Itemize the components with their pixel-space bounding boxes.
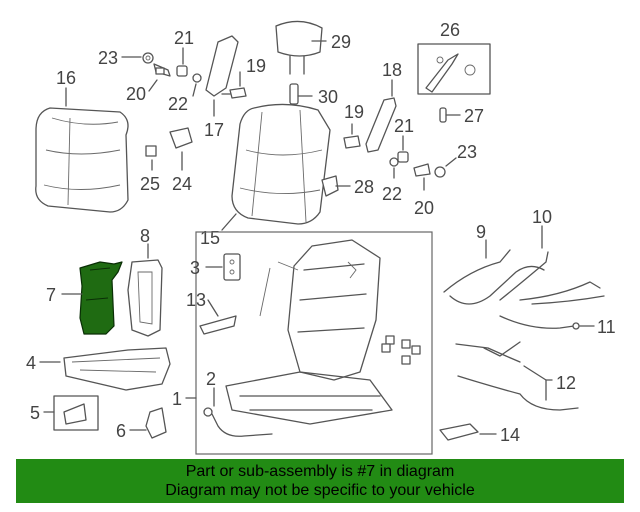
callout-26: 26: [440, 20, 460, 40]
part-27-pin[interactable]: [439, 107, 447, 123]
callout-13: 13: [186, 290, 206, 310]
part-24-knob[interactable]: [169, 127, 193, 149]
callout-28: 28: [354, 177, 374, 197]
part-4-lower-cover[interactable]: [63, 347, 171, 391]
callout-8: 8: [140, 226, 150, 246]
callout-20-left: 20: [126, 84, 146, 104]
callout-10: 10: [532, 207, 552, 227]
part-8-side-cover[interactable]: [127, 259, 163, 337]
callout-19-left: 19: [246, 56, 266, 76]
callout-11: 11: [597, 317, 616, 337]
callout-7: 7: [46, 285, 56, 305]
part-15-seat-back-trim[interactable]: [231, 103, 331, 225]
part-1-seat-frame[interactable]: [195, 231, 433, 455]
part-21-collar-right[interactable]: [397, 151, 409, 163]
part-5-trim-kit[interactable]: [53, 395, 99, 431]
callout-25: 25: [140, 174, 160, 194]
callout-5: 5: [30, 403, 40, 423]
part-19-screw-left[interactable]: [221, 87, 247, 99]
callout-20-right: 20: [414, 198, 434, 218]
callout-30: 30: [318, 87, 338, 107]
callout-21-left: 21: [174, 28, 194, 48]
part-3-bracket[interactable]: [223, 253, 241, 281]
callout-3: 3: [190, 258, 200, 278]
part-20-bolt-right[interactable]: [413, 163, 431, 177]
part-23-cap-left[interactable]: [142, 52, 154, 64]
part-11-cable[interactable]: [499, 315, 580, 330]
part-30-headrest-guide[interactable]: [289, 83, 299, 105]
callout-29: 29: [331, 32, 351, 52]
part-23-cap-right[interactable]: [434, 166, 446, 178]
notice-banner: Part or sub-assembly is #7 in diagram Di…: [16, 459, 624, 503]
callout-6: 6: [116, 421, 126, 441]
banner-line-disclaimer: Diagram may not be specific to your vehi…: [165, 482, 475, 499]
part-14-handle[interactable]: [439, 423, 479, 441]
callout-12: 12: [556, 373, 576, 393]
part-25-clip[interactable]: [145, 145, 157, 157]
callout-19-right: 19: [344, 102, 364, 122]
part-19-screw-right[interactable]: [343, 135, 361, 149]
callout-23-left: 23: [98, 48, 118, 68]
part-2-cable[interactable]: [203, 407, 273, 437]
callout-16: 16: [56, 68, 76, 88]
callout-22-left: 22: [168, 94, 188, 114]
callout-1: 1: [172, 389, 182, 409]
callout-18: 18: [382, 60, 402, 80]
callout-14: 14: [500, 425, 520, 445]
part-18-guide-right[interactable]: [365, 97, 397, 153]
part-9-cable[interactable]: [443, 249, 545, 305]
part-7-highlighted-cover[interactable]: [79, 261, 123, 335]
part-20-bolt-left[interactable]: [153, 63, 171, 77]
part-26-trim-kit[interactable]: [417, 43, 491, 95]
part-17-guide-left[interactable]: [205, 35, 239, 97]
callout-24: 24: [172, 174, 192, 194]
part-10-cable[interactable]: [499, 251, 605, 305]
part-28-cover[interactable]: [321, 175, 339, 197]
part-22-washer-left[interactable]: [192, 73, 202, 83]
part-29-headrest[interactable]: [275, 20, 323, 75]
callout-4: 4: [26, 353, 36, 373]
part-16-seat-back-cover[interactable]: [35, 107, 129, 213]
callout-17: 17: [204, 120, 224, 140]
callout-21-right: 21: [394, 116, 414, 136]
callout-2: 2: [206, 369, 216, 389]
part-22-washer-right[interactable]: [389, 157, 399, 167]
callout-23-right: 23: [457, 142, 477, 162]
part-13-rail-cover[interactable]: [199, 315, 237, 335]
part-6-bracket[interactable]: [145, 407, 167, 439]
callout-15: 15: [200, 228, 220, 248]
banner-line-part: Part or sub-assembly is #7 in diagram: [185, 463, 455, 480]
part-12-cables[interactable]: [455, 341, 579, 411]
part-21-collar-left[interactable]: [176, 65, 188, 77]
callout-27: 27: [464, 106, 484, 126]
callout-22-right: 22: [382, 184, 402, 204]
callout-9: 9: [476, 222, 486, 242]
